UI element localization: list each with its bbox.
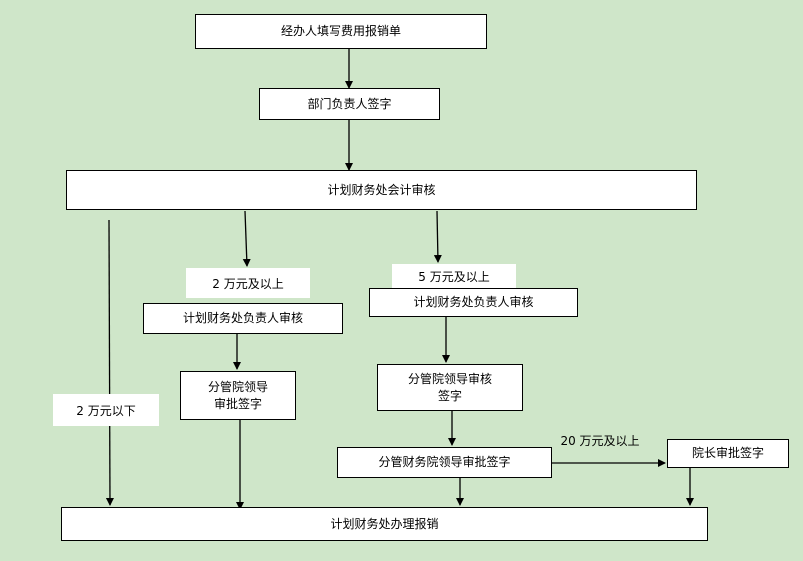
label-over-2w: 2 万元及以上 xyxy=(186,268,310,298)
label-under-2w: 2 万元以下 xyxy=(53,394,159,426)
node-finance-head-review-a: 计划财务处负责人审核 xyxy=(143,303,343,334)
label-over-20w: 20 万元及以上 xyxy=(560,433,640,448)
node-finance-audit: 计划财务处会计审核 xyxy=(66,170,697,210)
node-process-reimbursement: 计划财务处办理报销 xyxy=(61,507,708,541)
node-vice-leader-sign-a: 分管院领导 审批签字 xyxy=(180,371,296,420)
arrow-audit-under-2w xyxy=(105,219,114,506)
node-vice-leader-review-b: 分管院领导审核 签字 xyxy=(377,364,523,411)
node-finance-head-review-b: 计划财务处负责人审核 xyxy=(369,288,578,317)
node-president-sign: 院长审批签字 xyxy=(667,439,789,468)
label-over-5w: 5 万元及以上 xyxy=(392,264,516,288)
node-finance-vice-leader-sign: 分管财务院领导审批签字 xyxy=(337,447,552,478)
arrow-audit-over-2w xyxy=(242,210,251,267)
arrow-audit-over-5w xyxy=(433,210,442,263)
node-dept-head-sign: 部门负责人签字 xyxy=(259,88,440,120)
node-fill-form: 经办人填写费用报销单 xyxy=(195,14,487,49)
